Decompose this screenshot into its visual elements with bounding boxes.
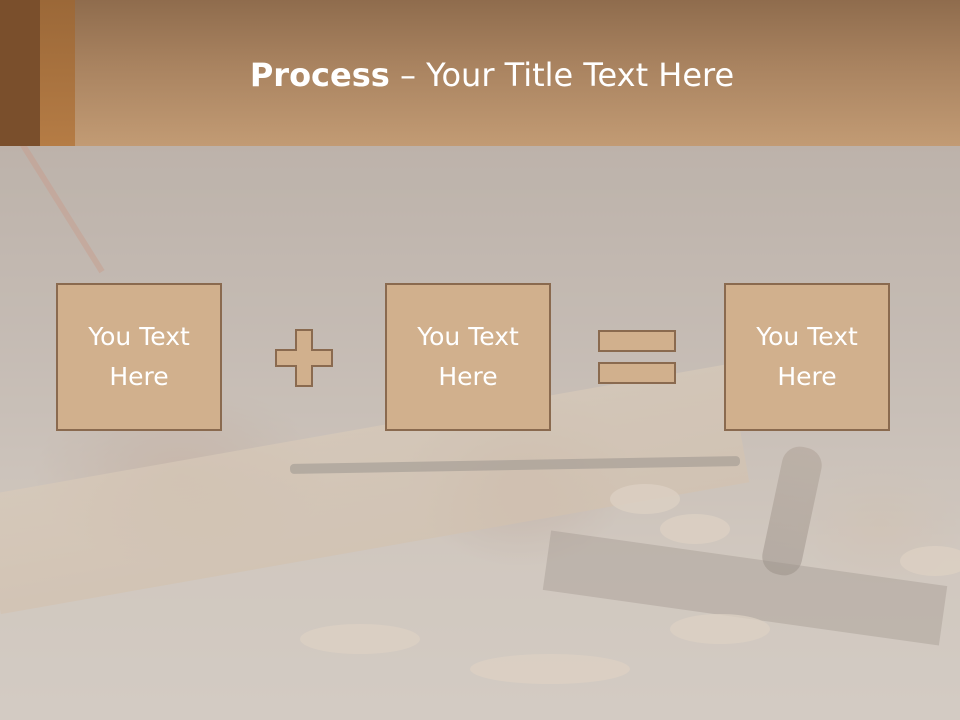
plus-icon	[275, 329, 333, 387]
equals-icon	[598, 330, 676, 384]
slide-title[interactable]: Process – Your Title Text Here	[0, 52, 960, 98]
process-box-3[interactable]: You Text Here	[724, 283, 890, 431]
box-text-line2: Here	[438, 362, 498, 391]
box-text-line1: You Text	[756, 322, 858, 351]
title-rest: – Your Title Text Here	[389, 56, 735, 94]
background-veil	[0, 146, 960, 720]
process-box-2[interactable]: You Text Here	[385, 283, 551, 431]
process-box-1[interactable]: You Text Here	[56, 283, 222, 431]
box-text-line2: Here	[109, 362, 169, 391]
header-accent	[40, 0, 75, 146]
title-bold: Process	[249, 56, 390, 94]
box-text-line2: Here	[777, 362, 837, 391]
header-accent	[0, 0, 40, 146]
header-bar: Process – Your Title Text Here	[0, 0, 960, 146]
box-text-line1: You Text	[88, 322, 190, 351]
box-text-line1: You Text	[417, 322, 519, 351]
